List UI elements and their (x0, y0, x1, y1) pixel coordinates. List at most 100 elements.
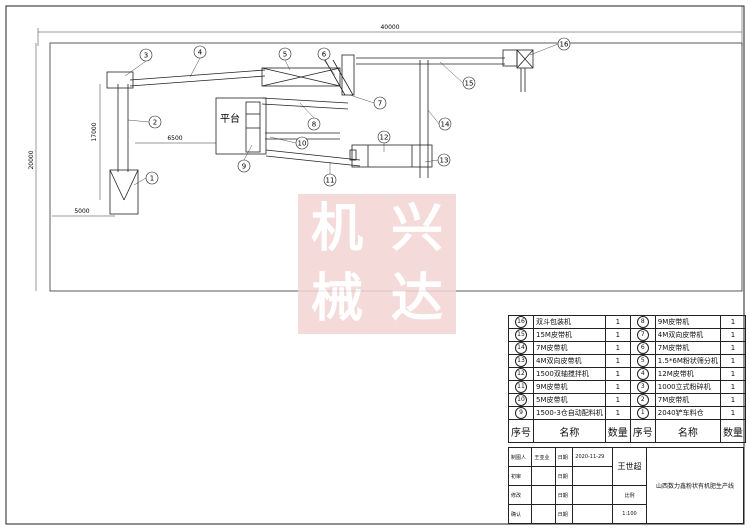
bom-cell-no_l: 9 (508, 406, 534, 420)
callout-6: 6 (322, 51, 327, 59)
leader-lines (124, 43, 559, 186)
bom-cell-name_r: 7M皮带机 (654, 341, 721, 355)
callout-14: 14 (441, 121, 450, 129)
bom-header-qty-right: 数量 (719, 419, 746, 443)
equipment (106, 49, 534, 215)
watermark-stamp: 机 兴 械 达 (298, 194, 456, 334)
platform-label: 平台 (220, 112, 240, 125)
callout-13: 13 (440, 157, 449, 165)
bom-cell-name_l: 15M皮带机 (533, 328, 606, 342)
bom-cell-qty_r: 1 (719, 380, 746, 394)
tb-check-label: 初审 (507, 466, 533, 486)
bom-cell-name_l: 5M皮带机 (533, 393, 606, 407)
dim-bottom-left: 5000 (74, 208, 89, 215)
bom-cell-name_l: 1500-3仓自动配料机 (533, 406, 606, 420)
bom-cell-name_r: 7M皮带机 (654, 393, 721, 407)
tb-date-label: 日期 (554, 447, 574, 467)
bom-cell-no_r: 5 (629, 354, 656, 368)
bom-cell-no_l: 11 (508, 380, 534, 394)
bom-cell-qty_r: 1 (719, 367, 746, 381)
watermark-char-4: 达 (390, 268, 443, 329)
tb-revise-date-label: 日期 (554, 485, 574, 505)
bom-cell-qty_r: 1 (719, 393, 746, 407)
dim-left-vertical: 17000 (91, 122, 98, 141)
tb-project: 山西数力鑫粉状有机肥生产线 (645, 447, 745, 524)
bom-cell-name_l: 1500双轴搅拌机 (533, 367, 606, 381)
tb-check-date-label: 日期 (554, 466, 574, 486)
sheet-border (5, 5, 745, 525)
bom-cell-qty_l: 1 (604, 393, 631, 407)
bom-cell-qty_l: 1 (604, 406, 631, 420)
bom-cell-qty_l: 1 (604, 354, 631, 368)
callout-16: 16 (560, 41, 569, 49)
tb-date-value: 2020-11-29 (572, 447, 614, 467)
bom-cell-qty_l: 1 (604, 328, 631, 342)
tb-revise-label: 修改 (507, 485, 533, 505)
bom-cell-qty_l: 1 (604, 315, 631, 329)
watermark-char-3: 械 (310, 268, 363, 329)
bom-cell-no_r: 2 (629, 393, 656, 407)
bom-cell-no_r: 4 (629, 367, 656, 381)
bom-cell-qty_r: 1 (719, 354, 746, 368)
tb-drawn-value: 王亚业 (531, 447, 556, 467)
bom-header-no: 序号 (508, 419, 534, 443)
dim-horizontal-mid: 6500 (167, 135, 182, 142)
bom-cell-no_l: 13 (508, 354, 534, 368)
tb-scale-value: 1:100 (612, 504, 647, 524)
callout-4: 4 (198, 49, 203, 57)
bom-cell-no_l: 10 (508, 393, 534, 407)
callout-11: 11 (326, 177, 335, 185)
tb-confirm-label: 确认 (507, 504, 533, 524)
bom-cell-qty_r: 1 (719, 406, 746, 420)
watermark-char-2: 兴 (390, 198, 443, 259)
bom-cell-name_l: 9M皮带机 (533, 380, 606, 394)
callout-12: 12 (380, 134, 389, 142)
tb-designer: 王世超 (612, 447, 647, 486)
bom-cell-no_l: 14 (508, 341, 534, 355)
tb-scale-label: 比例 (612, 485, 647, 505)
tb-confirm-date-label: 日期 (554, 504, 574, 524)
callout-9: 9 (242, 163, 246, 171)
dim-total-length: 40000 (380, 24, 399, 31)
bom-cell-name_r: 9M皮带机 (654, 315, 721, 329)
bom-cell-qty_l: 1 (604, 341, 631, 355)
bom-header-qty: 数量 (604, 419, 631, 443)
bom-cell-no_l: 16 (508, 315, 534, 329)
bom-cell-no_r: 1 (629, 406, 656, 420)
bom-cell-no_r: 6 (629, 341, 656, 355)
callouts: 1 2 3 4 5 6 7 8 9 10 11 12 13 14 15 16 (139, 37, 571, 187)
bom-cell-name_l: 4M双向皮带机 (533, 354, 606, 368)
bom-header-name-right: 名称 (654, 419, 721, 443)
bom-cell-qty_r: 1 (719, 341, 746, 355)
bom-cell-no_l: 12 (508, 367, 534, 381)
bom-header-name: 名称 (533, 419, 606, 443)
tb-drawn-label: 制图人 (507, 447, 533, 467)
callout-15: 15 (465, 80, 474, 88)
bom-cell-name_r: 1000立式粉碎机 (654, 380, 721, 394)
callout-3: 3 (144, 52, 148, 60)
bom-cell-name_r: 12M皮带机 (654, 367, 721, 381)
bom-cell-name_r: 4M双向皮带机 (654, 328, 721, 342)
title-block: 制图人 王亚业 日期 2020-11-29 王世超 山西数力鑫粉状有机肥生产线 … (507, 447, 745, 524)
bom-cell-name_l: 双斗包装机 (533, 315, 606, 329)
bom-cell-no_r: 3 (629, 380, 656, 394)
bom-cell-qty_l: 1 (604, 380, 631, 394)
bom-cell-qty_r: 1 (719, 315, 746, 329)
bom-cell-no_r: 8 (629, 315, 656, 329)
callout-1: 1 (150, 175, 154, 183)
bom-cell-no_r: 7 (629, 328, 656, 342)
callout-8: 8 (312, 121, 316, 129)
bom-cell-name_r: 1.5*6M粉状筛分机 (654, 354, 721, 368)
bom-cell-no_l: 15 (508, 328, 534, 342)
bom-cell-qty_r: 1 (719, 328, 746, 342)
callout-5: 5 (283, 51, 287, 59)
bom-cell-qty_l: 1 (604, 367, 631, 381)
